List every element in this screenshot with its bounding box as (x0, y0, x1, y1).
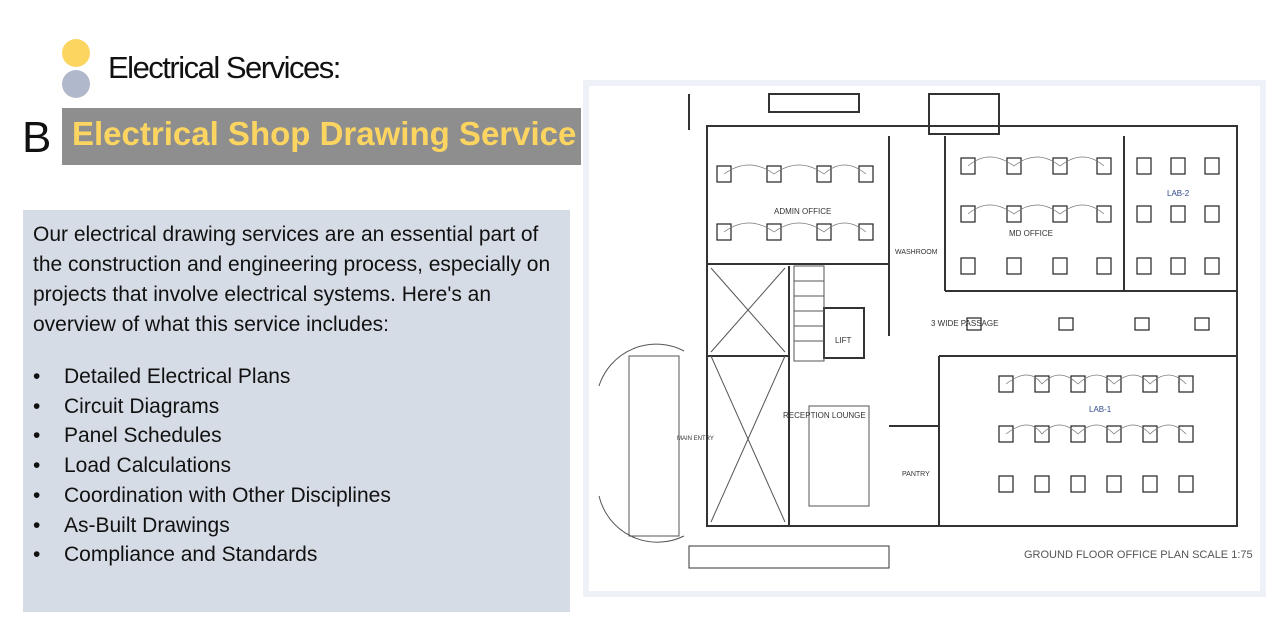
bullet-icon: • (33, 543, 41, 567)
list-item-label: As-Built Drawings (64, 513, 230, 537)
washroom-label: WASHROOM (895, 249, 938, 256)
bullet-icon: • (33, 513, 41, 537)
list-item: • Compliance and Standards (33, 540, 560, 570)
list-item-label: Panel Schedules (64, 424, 222, 448)
list-item-label: Coordination with Other Disciplines (64, 483, 391, 507)
service-list: • Detailed Electrical Plans • Circuit Diag… (33, 362, 560, 570)
yellow-dot-icon (62, 39, 90, 67)
passage-label: 3 WIDE PASSAGE (931, 319, 998, 328)
section-letter: B (22, 113, 52, 162)
bullet-icon: • (33, 365, 41, 388)
list-item: • Panel Schedules (33, 421, 560, 451)
reception-label: RECEPTION LOUNGE (783, 411, 866, 420)
main-entry-label: MAIN ENTRY (677, 436, 714, 442)
lab2-label: LAB-2 (1167, 189, 1190, 198)
list-item-label: Detailed Electrical Plans (64, 365, 291, 388)
list-item-label: Load Calculations (64, 454, 231, 478)
floor-plan-image: ADMIN OFFICE MD OFFICE LAB-2 WASHROOM 3 … (583, 80, 1266, 597)
bullet-icon: • (33, 394, 41, 418)
admin-office-label: ADMIN OFFICE (774, 207, 831, 216)
md-office-label: MD OFFICE (1009, 229, 1053, 238)
list-item: • Detailed Electrical Plans (33, 362, 560, 392)
lab1-label: LAB-1 (1089, 405, 1112, 414)
list-item-label: Circuit Diagrams (64, 394, 220, 418)
title-banner: Electrical Shop Drawing Service (62, 108, 581, 165)
bullet-icon: • (33, 483, 41, 507)
floor-plan-svg: ADMIN OFFICE MD OFFICE LAB-2 WASHROOM 3 … (589, 86, 1260, 591)
list-item: • Load Calculations (33, 451, 560, 481)
lift-label: LIFT (835, 336, 852, 345)
bullet-icon: • (33, 454, 41, 478)
section-heading: Electrical Services: (108, 50, 341, 85)
list-item: • Circuit Diagrams (33, 392, 560, 422)
list-item: • Coordination with Other Disciplines (33, 481, 560, 511)
pantry-label: PANTRY (902, 471, 930, 478)
description-box: Our electrical drawing services are an e… (23, 210, 570, 612)
intro-paragraph: Our electrical drawing services are an e… (33, 223, 551, 336)
plan-title: GROUND FLOOR OFFICE PLAN SCALE 1:75 (1024, 549, 1253, 561)
bullet-icon: • (33, 424, 41, 448)
gray-dot-icon (62, 70, 90, 98)
list-item-label: Compliance and Standards (64, 543, 318, 567)
banner-title: Electrical Shop Drawing Service (72, 115, 577, 152)
list-item: • As-Built Drawings (33, 511, 560, 541)
